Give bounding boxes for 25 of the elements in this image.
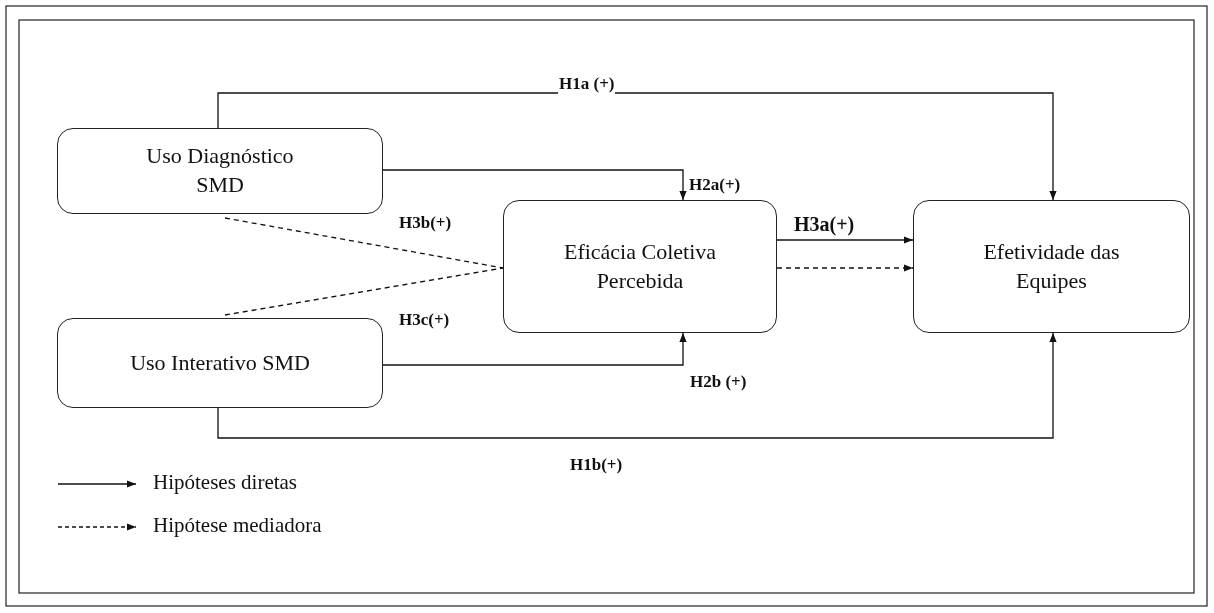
node-text: Uso Interativo SMD bbox=[130, 348, 310, 377]
arrow bbox=[382, 169, 687, 201]
edge-label: H2a(+) bbox=[688, 175, 742, 195]
node-text: Eficácia Coletiva Percebida bbox=[562, 237, 718, 295]
rounded-box bbox=[503, 200, 777, 333]
arrow bbox=[382, 332, 687, 366]
edge-label: H1a (+) bbox=[558, 74, 616, 94]
dashed-connector bbox=[224, 217, 504, 269]
arrow bbox=[217, 332, 1057, 439]
edge-label: H3c(+) bbox=[398, 310, 451, 330]
legend-text: Hipótese mediadora bbox=[153, 513, 322, 538]
dashed-connector bbox=[776, 264, 914, 272]
arrow bbox=[776, 236, 914, 244]
dashed-connector bbox=[224, 267, 504, 316]
edge-label: H2b (+) bbox=[689, 372, 748, 392]
node-text: Uso Diagnóstico SMD bbox=[145, 142, 295, 199]
edge-label: H3b(+) bbox=[398, 213, 453, 233]
node-text: Efetividade das Equipes bbox=[982, 237, 1121, 295]
rounded-box bbox=[57, 128, 383, 214]
rounded-box bbox=[913, 200, 1190, 333]
edge-label: H1b(+) bbox=[569, 455, 624, 475]
edge-label: H3a(+) bbox=[793, 213, 856, 236]
arrow bbox=[217, 92, 1057, 201]
rounded-box bbox=[57, 318, 383, 408]
legend-text: Hipóteses diretas bbox=[153, 470, 298, 495]
